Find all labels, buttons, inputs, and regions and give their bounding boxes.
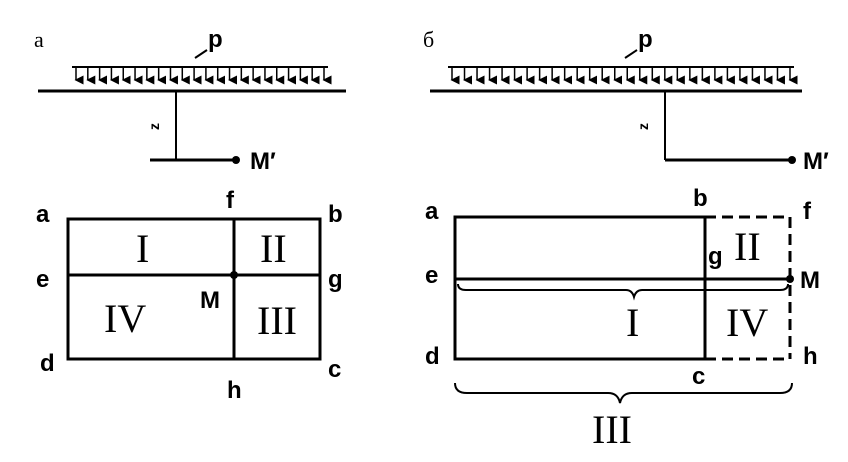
panel-b-load-leader bbox=[624, 49, 638, 59]
panel-a: а p z M′ a f b e g d c h M I II III bbox=[34, 26, 346, 404]
panel-a-corner-d: d bbox=[40, 350, 55, 377]
panel-a-load-leader bbox=[194, 49, 208, 59]
panel-a-load-arrows bbox=[74, 67, 332, 85]
panel-b-region-1: I bbox=[626, 300, 639, 345]
panel-b-region-3: III bbox=[592, 407, 632, 452]
panel-a-point-m-prime bbox=[232, 156, 240, 164]
panel-a-corner-c: c bbox=[328, 356, 341, 383]
panel-a-corner-f: f bbox=[226, 187, 235, 214]
panel-a-region-3: III bbox=[257, 298, 297, 343]
panel-b-load-arrows bbox=[450, 67, 798, 85]
panel-a-center-label: M bbox=[200, 287, 220, 314]
panel-b-region-4: IV bbox=[726, 300, 768, 345]
panel-b-corner-e: e bbox=[425, 262, 438, 289]
panel-a-depth-label: z bbox=[146, 123, 162, 130]
panel-b-corner-d: d bbox=[425, 343, 440, 370]
panel-a-region-1: I bbox=[136, 226, 149, 271]
panel-b-loaded-rectangle bbox=[453, 215, 707, 361]
panel-a-label: а bbox=[34, 27, 44, 52]
panel-b-corner-b: b bbox=[693, 185, 708, 212]
panel-b-point-m-label: M bbox=[800, 267, 820, 294]
panel-a-region-2: II bbox=[260, 226, 287, 271]
panel-b-corner-h: h bbox=[803, 343, 818, 370]
panel-b-corner-g: g bbox=[708, 243, 723, 270]
panel-b-point-m-prime-label: M′ bbox=[803, 148, 829, 175]
panel-b-label: б bbox=[423, 27, 434, 52]
panel-b-point-m-prime bbox=[788, 156, 796, 164]
panel-b-corner-a: a bbox=[425, 198, 439, 225]
panel-b-distributed-load bbox=[448, 66, 798, 85]
panel-a-corner-g: g bbox=[328, 266, 343, 293]
panel-b-brace-region-1 bbox=[457, 283, 789, 301]
panel-b-corner-c: c bbox=[692, 363, 705, 390]
panel-b-depth-label: z bbox=[635, 123, 651, 130]
panel-b: б p z M′ a b f e g d bbox=[423, 26, 829, 452]
panel-b-region-2: II bbox=[734, 224, 761, 269]
panel-a-corner-e: e bbox=[36, 266, 49, 293]
panel-b-load-label: p bbox=[638, 26, 653, 53]
panel-a-region-4: IV bbox=[104, 296, 146, 341]
panel-b-corner-f: f bbox=[803, 198, 812, 225]
panel-a-point-m bbox=[230, 271, 238, 279]
panel-a-load-label: p bbox=[208, 26, 223, 53]
panel-b-brace-region-3 bbox=[454, 382, 793, 404]
panel-a-distributed-load bbox=[72, 66, 332, 85]
panel-a-corner-b: b bbox=[328, 201, 343, 228]
panel-b-point-m bbox=[786, 275, 794, 283]
panel-a-point-m-prime-label: M′ bbox=[250, 148, 276, 175]
panel-a-corner-h: h bbox=[227, 377, 242, 404]
panel-a-corner-a: a bbox=[36, 201, 50, 228]
panel-a-loaded-rectangle bbox=[66, 217, 322, 361]
